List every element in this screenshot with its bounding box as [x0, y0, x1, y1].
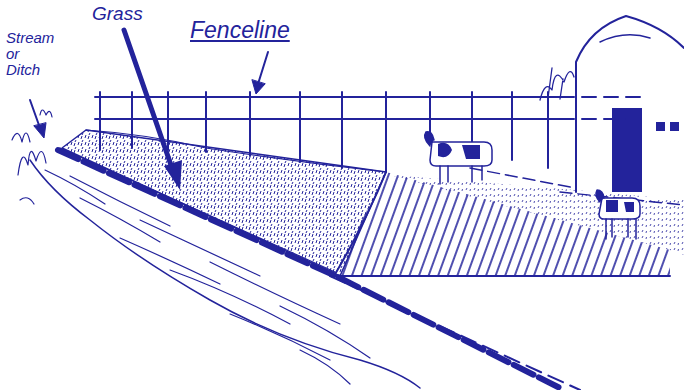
- grass-label: Grass: [92, 4, 143, 24]
- stream-label: Stream or Ditch: [6, 30, 52, 77]
- fenceline-label: Fenceline: [190, 18, 290, 42]
